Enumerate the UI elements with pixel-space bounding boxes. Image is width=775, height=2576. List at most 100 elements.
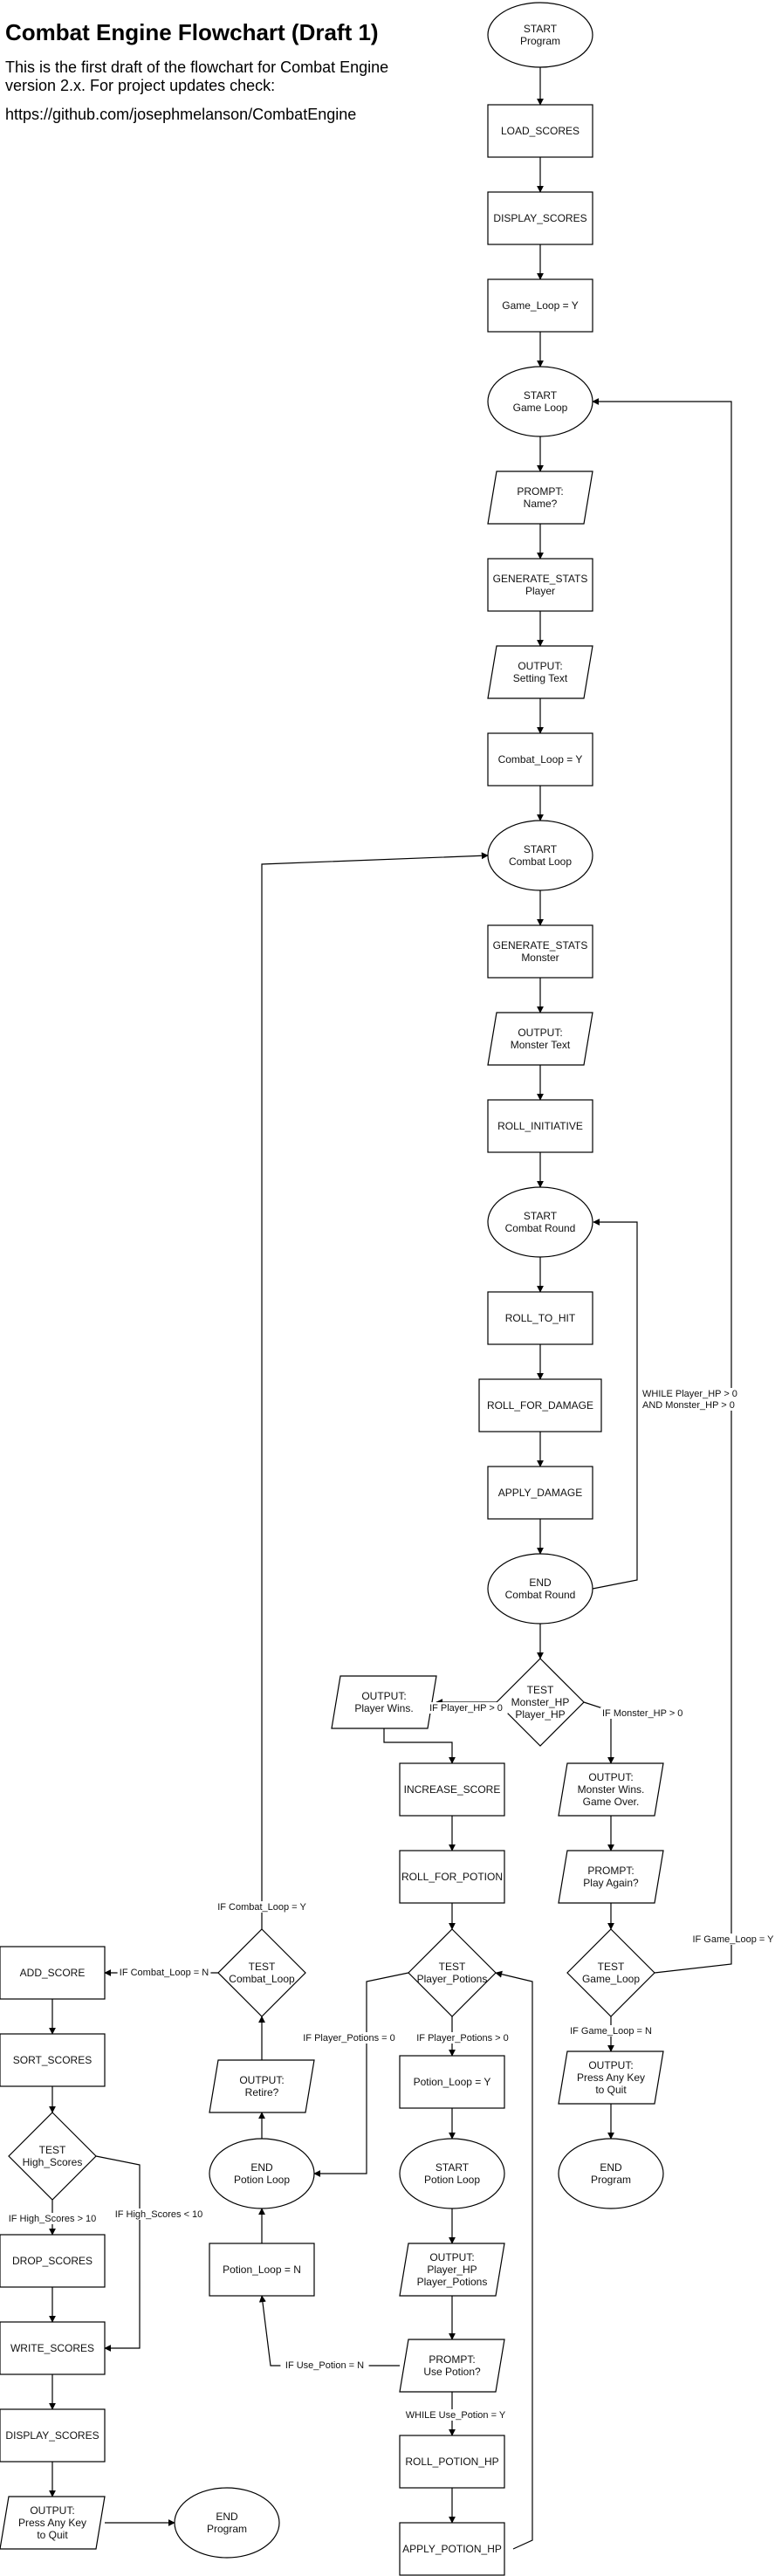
node-label: High_Scores xyxy=(23,2156,83,2168)
edge-test-potions-to-end-potion-loop xyxy=(313,1972,409,2177)
node-label: DISPLAY_SCORES xyxy=(5,2429,99,2442)
ellipse-shape xyxy=(174,2487,280,2559)
node-apply-damage: APPLY_DAMAGE xyxy=(487,1466,593,1520)
edge-label: IF High_Scores > 10 xyxy=(9,2214,97,2224)
edge-label-bg xyxy=(295,2032,403,2044)
para-shape xyxy=(487,645,593,699)
edge-prompt-use-potion-to-potion-loop-n xyxy=(258,2295,400,2366)
rect-shape xyxy=(478,1378,602,1432)
rect-shape xyxy=(399,2435,505,2489)
edge-label-bg xyxy=(215,1901,309,1913)
node-game-loop-y: Game_Loop = Y xyxy=(487,278,593,333)
node-output-player-wins: OUTPUT:Player Wins. xyxy=(331,1675,437,1729)
diamond-shape xyxy=(8,2112,97,2201)
rect-shape xyxy=(487,278,593,333)
node-label: TEST xyxy=(598,1961,625,1973)
node-display-scores-2: DISPLAY_SCORES xyxy=(0,2408,106,2463)
edge-label-bg xyxy=(404,2409,507,2421)
node-output-monster-wins: OUTPUT:Monster Wins.Game Over. xyxy=(558,1762,664,1817)
para-shape xyxy=(399,2339,505,2393)
ellipse-shape xyxy=(209,2138,315,2209)
ellipse-shape xyxy=(558,2138,664,2209)
node-label: SORT_SCORES xyxy=(13,2054,92,2066)
node-label: INCREASE_SCORE xyxy=(404,1783,501,1796)
node-label: OUTPUT: xyxy=(239,2074,284,2086)
node-label: START xyxy=(436,2161,470,2174)
rect-shape xyxy=(0,2408,106,2463)
node-label: OUTPUT: xyxy=(30,2504,74,2517)
node-label: Combat Round xyxy=(505,1589,576,1601)
edge-apply-potion-hp-to-test-potions xyxy=(495,1970,533,2550)
para-shape xyxy=(399,2243,505,2297)
node-label: TEST xyxy=(439,1961,466,1973)
diamond-shape xyxy=(217,1928,306,2017)
node-label: TEST xyxy=(39,2144,66,2156)
node-label: GENERATE_STATS xyxy=(493,573,588,585)
node-label: Player_HP xyxy=(427,2263,477,2276)
node-prompt-play-again: PROMPT:Play Again? xyxy=(558,1850,664,1904)
edge-label-bg xyxy=(691,1934,775,1945)
edge-label: IF Player_Potions = 0 xyxy=(303,2033,394,2044)
node-label: APPLY_POTION_HP xyxy=(402,2543,502,2555)
edge-label: IF Game_Loop = Y xyxy=(692,1934,774,1945)
edge-label: IF High_Scores < 10 xyxy=(115,2209,203,2220)
node-label: TEST xyxy=(249,1961,276,1973)
node-roll-potion-hp: ROLL_POTION_HP xyxy=(399,2435,505,2489)
node-label: Player_Potions xyxy=(417,1973,488,1985)
node-label: END xyxy=(216,2511,238,2523)
node-label: DISPLAY_SCORES xyxy=(493,212,586,224)
node-label: DROP_SCORES xyxy=(12,2255,93,2267)
edge-label-bg xyxy=(641,1399,734,1411)
ellipse-shape xyxy=(487,2,593,68)
edge-test-game-loop-to-start-game-loop xyxy=(592,398,732,1974)
rect-shape xyxy=(399,1762,505,1817)
node-label: Game Over. xyxy=(583,1796,640,1808)
node-label: PROMPT: xyxy=(517,485,563,498)
node-label: OUTPUT: xyxy=(361,1690,406,1702)
diamond-shape xyxy=(566,1928,655,2017)
node-label: PROMPT: xyxy=(429,2353,475,2366)
rect-shape xyxy=(487,1099,593,1153)
node-write-scores: WRITE_SCORES xyxy=(0,2321,106,2375)
node-label: to Quit xyxy=(595,2084,627,2096)
para-shape xyxy=(0,2496,106,2550)
edge-label: WHILE Player_HP > 0 xyxy=(642,1389,737,1399)
para-shape xyxy=(331,1675,437,1729)
node-label: Potion_Loop = Y xyxy=(414,2076,491,2088)
node-roll-to-hit: ROLL_TO_HIT xyxy=(487,1291,593,1345)
node-label: ROLL_FOR_DAMAGE xyxy=(487,1399,593,1412)
node-label: Game_Loop xyxy=(582,1973,640,1985)
node-label: Player_Potions xyxy=(417,2276,488,2288)
node-label: END xyxy=(250,2161,273,2174)
node-drop-scores: DROP_SCORES xyxy=(0,2234,106,2288)
edge-label-bg xyxy=(424,1702,508,1714)
node-increase-score: INCREASE_SCORE xyxy=(399,1762,505,1817)
node-label: Combat_Loop = Y xyxy=(498,753,583,766)
node-prompt-use-potion: PROMPT:Use Potion? xyxy=(399,2339,505,2393)
node-label: Combat Loop xyxy=(509,855,572,868)
node-label: LOAD_SCORES xyxy=(501,125,580,137)
rect-shape xyxy=(487,1466,593,1520)
rect-shape xyxy=(209,2243,315,2297)
node-label: OUTPUT: xyxy=(588,2059,633,2071)
node-label: Game_Loop = Y xyxy=(502,299,579,312)
node-label: GENERATE_STATS xyxy=(493,939,588,951)
para-shape xyxy=(558,2050,664,2105)
edge-end-combat-round-to-start-combat-round xyxy=(592,1219,638,1590)
node-label: END xyxy=(600,2161,622,2174)
node-label: OUTPUT: xyxy=(518,1027,562,1039)
diagram-description: This is the first draft of the flowchart… xyxy=(5,58,389,94)
node-label: OUTPUT: xyxy=(518,660,562,672)
edges-layer xyxy=(49,67,732,2550)
rect-shape xyxy=(0,2321,106,2375)
node-roll-initiative: ROLL_INITIATIVE xyxy=(487,1099,593,1153)
edge-label-bg xyxy=(600,1707,689,1719)
project-link[interactable]: https://github.com/josephmelanson/Combat… xyxy=(5,106,357,123)
node-label: ROLL_INITIATIVE xyxy=(497,1120,583,1132)
ellipse-shape xyxy=(487,366,593,437)
